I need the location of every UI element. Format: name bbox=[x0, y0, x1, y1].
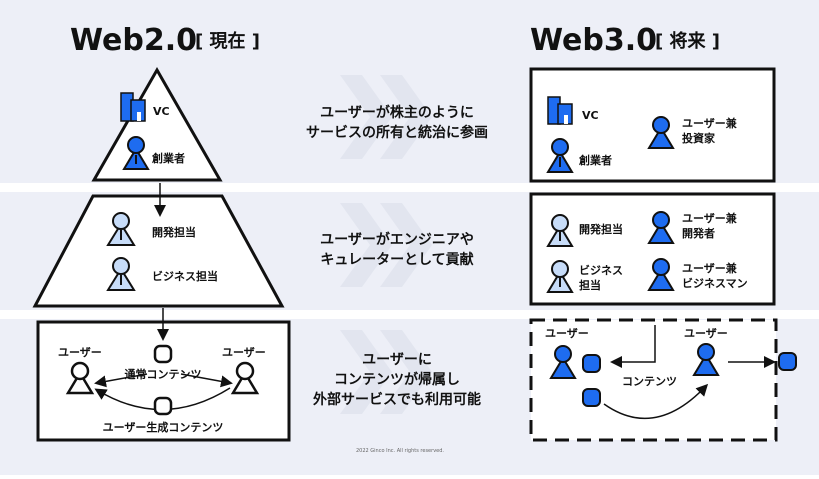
web2-ugc-label: ユーザー生成コンテンツ bbox=[103, 420, 224, 434]
pyramid-top bbox=[91, 66, 223, 182]
row3-line1: ユーザーに bbox=[362, 352, 432, 368]
arrow-content-to-user-right bbox=[180, 373, 233, 388]
web3-bottom-box bbox=[529, 318, 778, 442]
web3-user-dev-line1: ユーザー兼 bbox=[682, 211, 738, 225]
row1-line2: サービスの所有と統治に参画 bbox=[306, 124, 488, 141]
web3-title: Web3.0 bbox=[530, 23, 657, 58]
web3-content-label: コンテンツ bbox=[622, 375, 677, 388]
pyramid-middle bbox=[32, 194, 285, 308]
web2-bracket: [ 現在 ] bbox=[195, 30, 260, 52]
user-left-token-icon bbox=[582, 354, 601, 373]
biz-person-icon bbox=[106, 257, 136, 291]
web3-dev-label: 開発担当 bbox=[579, 222, 623, 236]
content-square-icon bbox=[153, 344, 173, 364]
web3-user-dev-line2: 開発者 bbox=[682, 226, 715, 240]
web2-title: Web2.0 bbox=[70, 23, 197, 58]
web2-vc-label: VC bbox=[153, 105, 170, 118]
user-left-icon bbox=[65, 361, 95, 395]
web2-content-label: 通常コンテンツ bbox=[125, 367, 202, 381]
chevrons-row2 bbox=[340, 203, 432, 287]
web3-user-biz-line1: ユーザー兼 bbox=[682, 261, 738, 275]
dev-person-icon bbox=[106, 212, 136, 246]
web3-user-investor-line1: ユーザー兼 bbox=[682, 116, 738, 130]
web3-user-investor-line2: 投資家 bbox=[682, 131, 716, 145]
founder-icon bbox=[546, 138, 574, 173]
web2-user-right-label: ユーザー bbox=[222, 346, 266, 359]
web3-biz-line2: 担当 bbox=[579, 278, 601, 292]
external-token-icon bbox=[778, 352, 797, 371]
web3-biz-line1: ビジネス bbox=[579, 263, 623, 277]
biz-person-icon bbox=[546, 260, 574, 293]
user-biz-icon bbox=[647, 258, 675, 291]
web2-founder-label: 創業者 bbox=[151, 151, 185, 165]
web3-user-right-label: ユーザー bbox=[684, 327, 728, 340]
ugc-square-icon bbox=[153, 396, 173, 416]
chevrons-row1 bbox=[340, 75, 432, 159]
web3-user-left-label: ユーザー bbox=[545, 327, 589, 340]
web3-vc-label: VC bbox=[582, 109, 599, 122]
user-left-icon bbox=[549, 345, 577, 379]
content-token-icon bbox=[582, 388, 601, 407]
row3-line3: 外部サービスでも利用可能 bbox=[313, 391, 481, 408]
founder-icon bbox=[122, 136, 150, 170]
arrow-content-to-user-left bbox=[94, 373, 148, 388]
web3-user-biz-line2: ビジネスマン bbox=[682, 276, 748, 290]
user-dev-icon bbox=[647, 211, 675, 244]
arrow-to-user-left bbox=[610, 325, 656, 368]
row1-line1: ユーザーが株主のように bbox=[320, 104, 474, 121]
web2-user-left-label: ユーザー bbox=[58, 346, 102, 359]
copyright: 2022 Ginco Inc. All rights reserved. bbox=[356, 448, 444, 454]
web3-founder-label: 創業者 bbox=[578, 153, 612, 167]
building-icon bbox=[547, 96, 573, 125]
user-investor-icon bbox=[647, 116, 675, 149]
chevrons-row3 bbox=[340, 330, 432, 414]
arrow-content-to-user-right bbox=[603, 383, 709, 420]
user-right-icon bbox=[230, 361, 260, 395]
dev-person-icon bbox=[546, 214, 574, 247]
user-right-icon bbox=[692, 343, 720, 376]
web2-biz-label: ビジネス担当 bbox=[152, 269, 218, 283]
web2-dev-label: 開発担当 bbox=[152, 225, 196, 239]
row2-line2: キュレーターとして貢献 bbox=[320, 251, 473, 268]
row3-line2: コンテンツが帰属し bbox=[334, 371, 460, 388]
web3-bracket: [ 将来 ] bbox=[655, 30, 720, 52]
building-icon bbox=[120, 92, 146, 122]
row2-line1: ユーザーがエンジニアや bbox=[320, 231, 474, 248]
